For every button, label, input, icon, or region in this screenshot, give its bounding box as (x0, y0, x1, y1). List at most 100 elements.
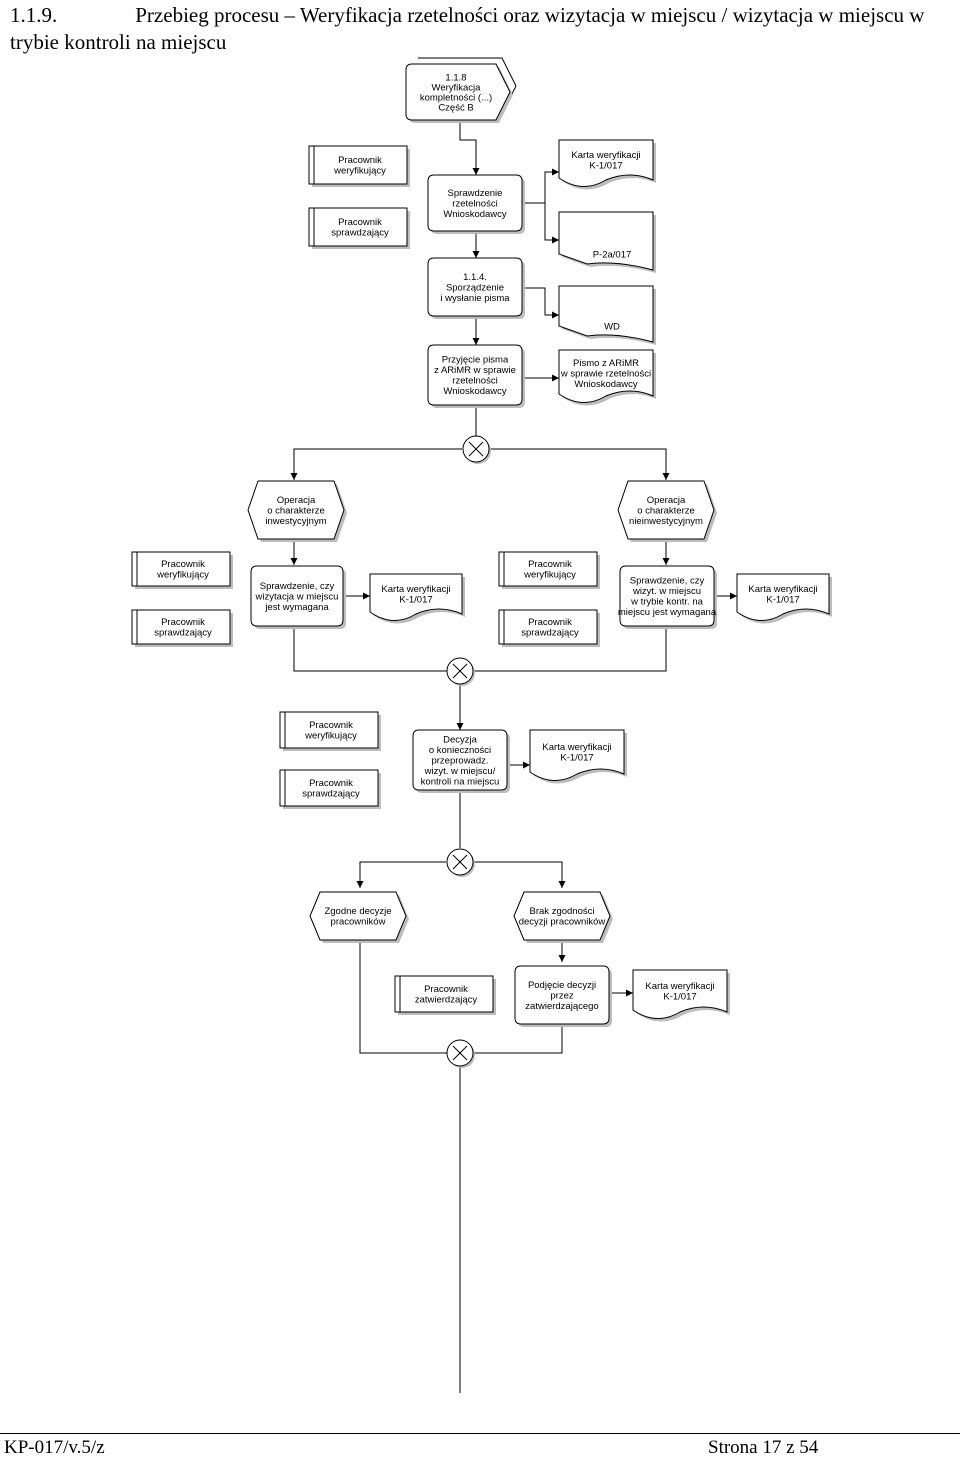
event-zgodne-decyzje-text: pracowników (331, 917, 386, 928)
role-pracownik-zatwierdzajacy-text: Pracownik (424, 984, 468, 995)
event-operacja-inwestycyjna-text: o charakterze (267, 505, 325, 516)
function-decyzja-o-koniecznosci-text: o konieczności (429, 745, 491, 756)
role-pracownik-weryfikujacy-text: Pracownik (528, 559, 572, 570)
role-pracownik-weryfikujacy-text: Pracownik (338, 155, 382, 166)
role-pracownik-sprawdzajacy-text: sprawdzający (521, 628, 579, 639)
function-sprawdzenie-rzetelnosci-text: Wnioskodawcy (443, 209, 507, 220)
line-func2-to-xor2 (293, 627, 447, 672)
section-number: 1.1.9. (10, 3, 58, 27)
interface-weryfikacja-kompletnosci-text: kompletności (...) (420, 92, 492, 103)
function-sprawdzenie-wizytacji-text: wizytacja w miejscu (255, 591, 339, 602)
line-podjecie-to-xor4 (474, 1024, 563, 1054)
footer-page-number: Strona 17 z 54 (708, 1437, 819, 1458)
role-pracownik-sprawdzajacy-text: Pracownik (161, 617, 205, 628)
line-xor1-to-nieinwest (489, 448, 667, 480)
event-brak-zgodnosci-text: decyzji pracowników (519, 917, 606, 928)
function-sprawdzenie-kontroli-text: miejscu jest wymagana (618, 607, 717, 618)
function-przyjecie-pisma-text: Przyjęcie pisma (442, 355, 509, 366)
section-title: Przebieg procesu – Weryfikacja rzetelnoś… (10, 3, 925, 54)
function-podjecie-decyzji-text: zatwierdzającego (525, 1001, 598, 1012)
function-sprawdzenie-kontroli-text: w trybie kontr. na (630, 597, 704, 608)
event-operacja-nieinwestycyjna-text: Operacja (647, 495, 686, 506)
line-iface-to-sprawdzenie (459, 122, 477, 175)
arrow-head (363, 592, 370, 600)
arrow-head (472, 251, 480, 258)
line-xor3-to-brak (473, 861, 563, 888)
event-brak-zgodnosci-text: Brak zgodności (530, 906, 595, 917)
role-pracownik-weryfikujacy-text: Pracownik (161, 559, 205, 570)
role-pracownik-sprawdzajacy-text: Pracownik (309, 778, 353, 789)
role-pracownik-sprawdzajacy-text: sprawdzający (154, 628, 212, 639)
line-to-wd (522, 287, 559, 316)
arrow-head (730, 592, 737, 600)
line-func3-to-xor2 (474, 627, 667, 672)
arrow-head (472, 338, 480, 345)
arrow-head (552, 168, 559, 176)
function-sprawdzenie-wizytacji-text: jest wymagana (264, 602, 329, 613)
xor-connector: XOR (462, 435, 491, 464)
arrow-head (472, 168, 480, 175)
role-pracownik-sprawdzajacy-text: sprawdzający (331, 228, 389, 239)
section-heading: 1.1.9.Przebieg procesu – Weryfikacja rze… (10, 2, 950, 56)
role-pracownik-zatwierdzajacy-text: zatwierdzający (415, 995, 478, 1006)
interface-weryfikacja-kompletnosci-text: Weryfikacja (432, 82, 482, 93)
document-karta-weryfikacji-text: Karta weryfikacji (381, 584, 450, 595)
role-pracownik-sprawdzajacy-text: Pracownik (528, 617, 572, 628)
event-zgodne-decyzje-text: Zgodne decyzje (324, 906, 391, 917)
arrow-head (356, 881, 364, 888)
function-podjecie-decyzji-text: przez (550, 990, 573, 1001)
arrow-head (523, 761, 530, 769)
line-xor1-to-inwest (293, 448, 462, 480)
xor-connector: XOR (446, 1039, 475, 1068)
line-to-karta1 (522, 171, 559, 204)
arrow-head (558, 955, 566, 962)
arrow-head (552, 374, 559, 382)
role-pracownik-sprawdzajacy-text: sprawdzający (302, 789, 360, 800)
line-zgodne-to-xor4 (359, 938, 447, 1054)
document-karta-weryfikacji-text: K-1/017 (766, 595, 799, 606)
document-karta-weryfikacji-text: Karta weryfikacji (571, 150, 640, 161)
role-pracownik-weryfikujacy-text: weryfikujący (304, 731, 357, 742)
function-przyjecie-pisma-text: z ARiMR w sprawie (434, 365, 516, 376)
xor-connector: XOR (446, 657, 475, 686)
footer-doc-code: KP-017/v.5/z (4, 1437, 105, 1458)
function-decyzja-o-koniecznosci-text: Decyzja (443, 734, 478, 745)
document-pismo-arimr-text: w sprawie rzetelności (560, 368, 651, 379)
document-karta-weryfikacji-text: Karta weryfikacji (748, 584, 817, 595)
event-operacja-nieinwestycyjna-text: nieinwestycyjnym (629, 516, 703, 527)
document-karta-weryfikacji-text: Karta weryfikacji (542, 742, 611, 753)
document-p2a-017: P-2a/017 (558, 211, 656, 273)
function-sprawdzenie-kontroli-text: wizyt. w miejscu (632, 586, 701, 597)
arrow-head (290, 473, 298, 480)
function-decyzja-o-koniecznosci-text: przeprowadz. (431, 755, 488, 766)
document-pismo-arimr-text: Pismo z ARiMR (573, 358, 639, 369)
function-sprawdzenie-rzetelnosci-text: Sprawdzenie (448, 188, 503, 199)
role-pracownik-weryfikujacy-text: weryfikujący (523, 570, 576, 581)
arrow-head (552, 311, 559, 319)
document-wd-text: WD (604, 321, 620, 332)
document-karta-weryfikacji-text: K-1/017 (560, 753, 593, 764)
function-sporzadzenie-pisma-text: 1.1.4. (463, 272, 487, 283)
arrow-head (558, 881, 566, 888)
